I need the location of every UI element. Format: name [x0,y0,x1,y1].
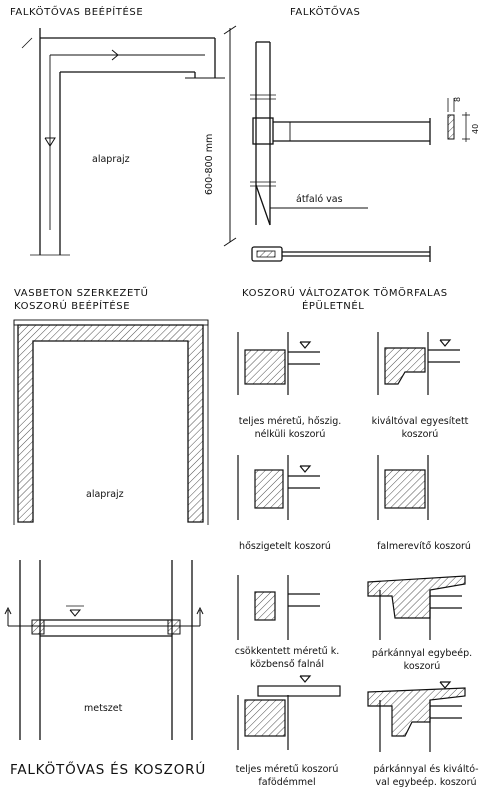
variant-1-drawing [237,332,320,395]
variant-7-caption-2: fafödémmel [258,777,316,788]
variant-4-drawing [377,455,429,520]
arrow-marker-h [111,49,119,61]
label-dim-small-1: 8 [453,96,462,102]
label-floor-plan-top: alaprajz [92,154,130,165]
bar-section [447,114,455,140]
anchor-detail [250,41,470,262]
title-anchor-install: FALKÖTŐVAS BEÉPÍTÉSE [10,7,144,18]
variant-2-caption-1: kiváltóval egyesített [371,416,469,427]
variant-6-caption-2: koszorú [403,661,441,672]
variant-7-drawing [237,675,341,750]
title-rc-ringbeam-1: VASBETON SZERKEZETŰ [14,288,149,299]
title-anchor: FALKÖTŐVAS [290,7,361,18]
label-dimension: 600-800 mm [204,133,215,195]
variant-3-caption-1: hőszigetelt koszorú [239,541,331,552]
variant-5-drawing [237,575,320,640]
title-rc-ringbeam-2: KOSZORÚ BEÉPÍTÉSE [14,301,131,312]
title-variants-2: ÉPÜLETNÉL [302,301,365,312]
label-dim-small-2: 40 [471,123,480,134]
variant-5-caption-1: csökkentett méretű k. [234,646,340,657]
label-floor-plan-mid: alaprajz [86,489,124,500]
dimension-line [223,25,237,247]
variant-1-caption-1: teljes méretű, hőszig. [238,416,342,427]
title-variants-1: KOSZORÚ VÁLTOZATOK TÖMÖRFALAS [242,288,448,299]
variant-6-caption-1: párkánnyal egybeép. [371,648,473,659]
variant-2-drawing [377,332,460,395]
arrow-marker-v [44,137,56,147]
label-through-bar: átfaló vas [296,194,343,205]
variant-2-caption-2: koszorú [401,429,439,440]
label-section: metszet [84,703,123,714]
variant-5-caption-2: közbenső falnál [250,659,324,670]
variant-6-drawing [367,575,466,640]
main-title: FALKÖTŐVAS ÉS KOSZORÚ [10,762,206,778]
variant-7-caption-1: teljes méretű koszorú [235,764,339,775]
level-marker [69,609,82,617]
variant-8-caption-1: párkánnyal és kiváltó- [373,764,479,775]
ringbeam-plan [13,319,209,525]
anchor-install-plan [21,28,225,256]
variant-1-caption-2: nélküli koszorú [254,429,326,440]
variant-8-drawing [367,681,466,752]
ringbeam-section [4,560,204,740]
variant-3-drawing [237,455,320,520]
variant-4-caption-1: falmerevítő koszorú [377,541,471,552]
variant-8-caption-2: val egybeép. koszorú [375,777,477,788]
